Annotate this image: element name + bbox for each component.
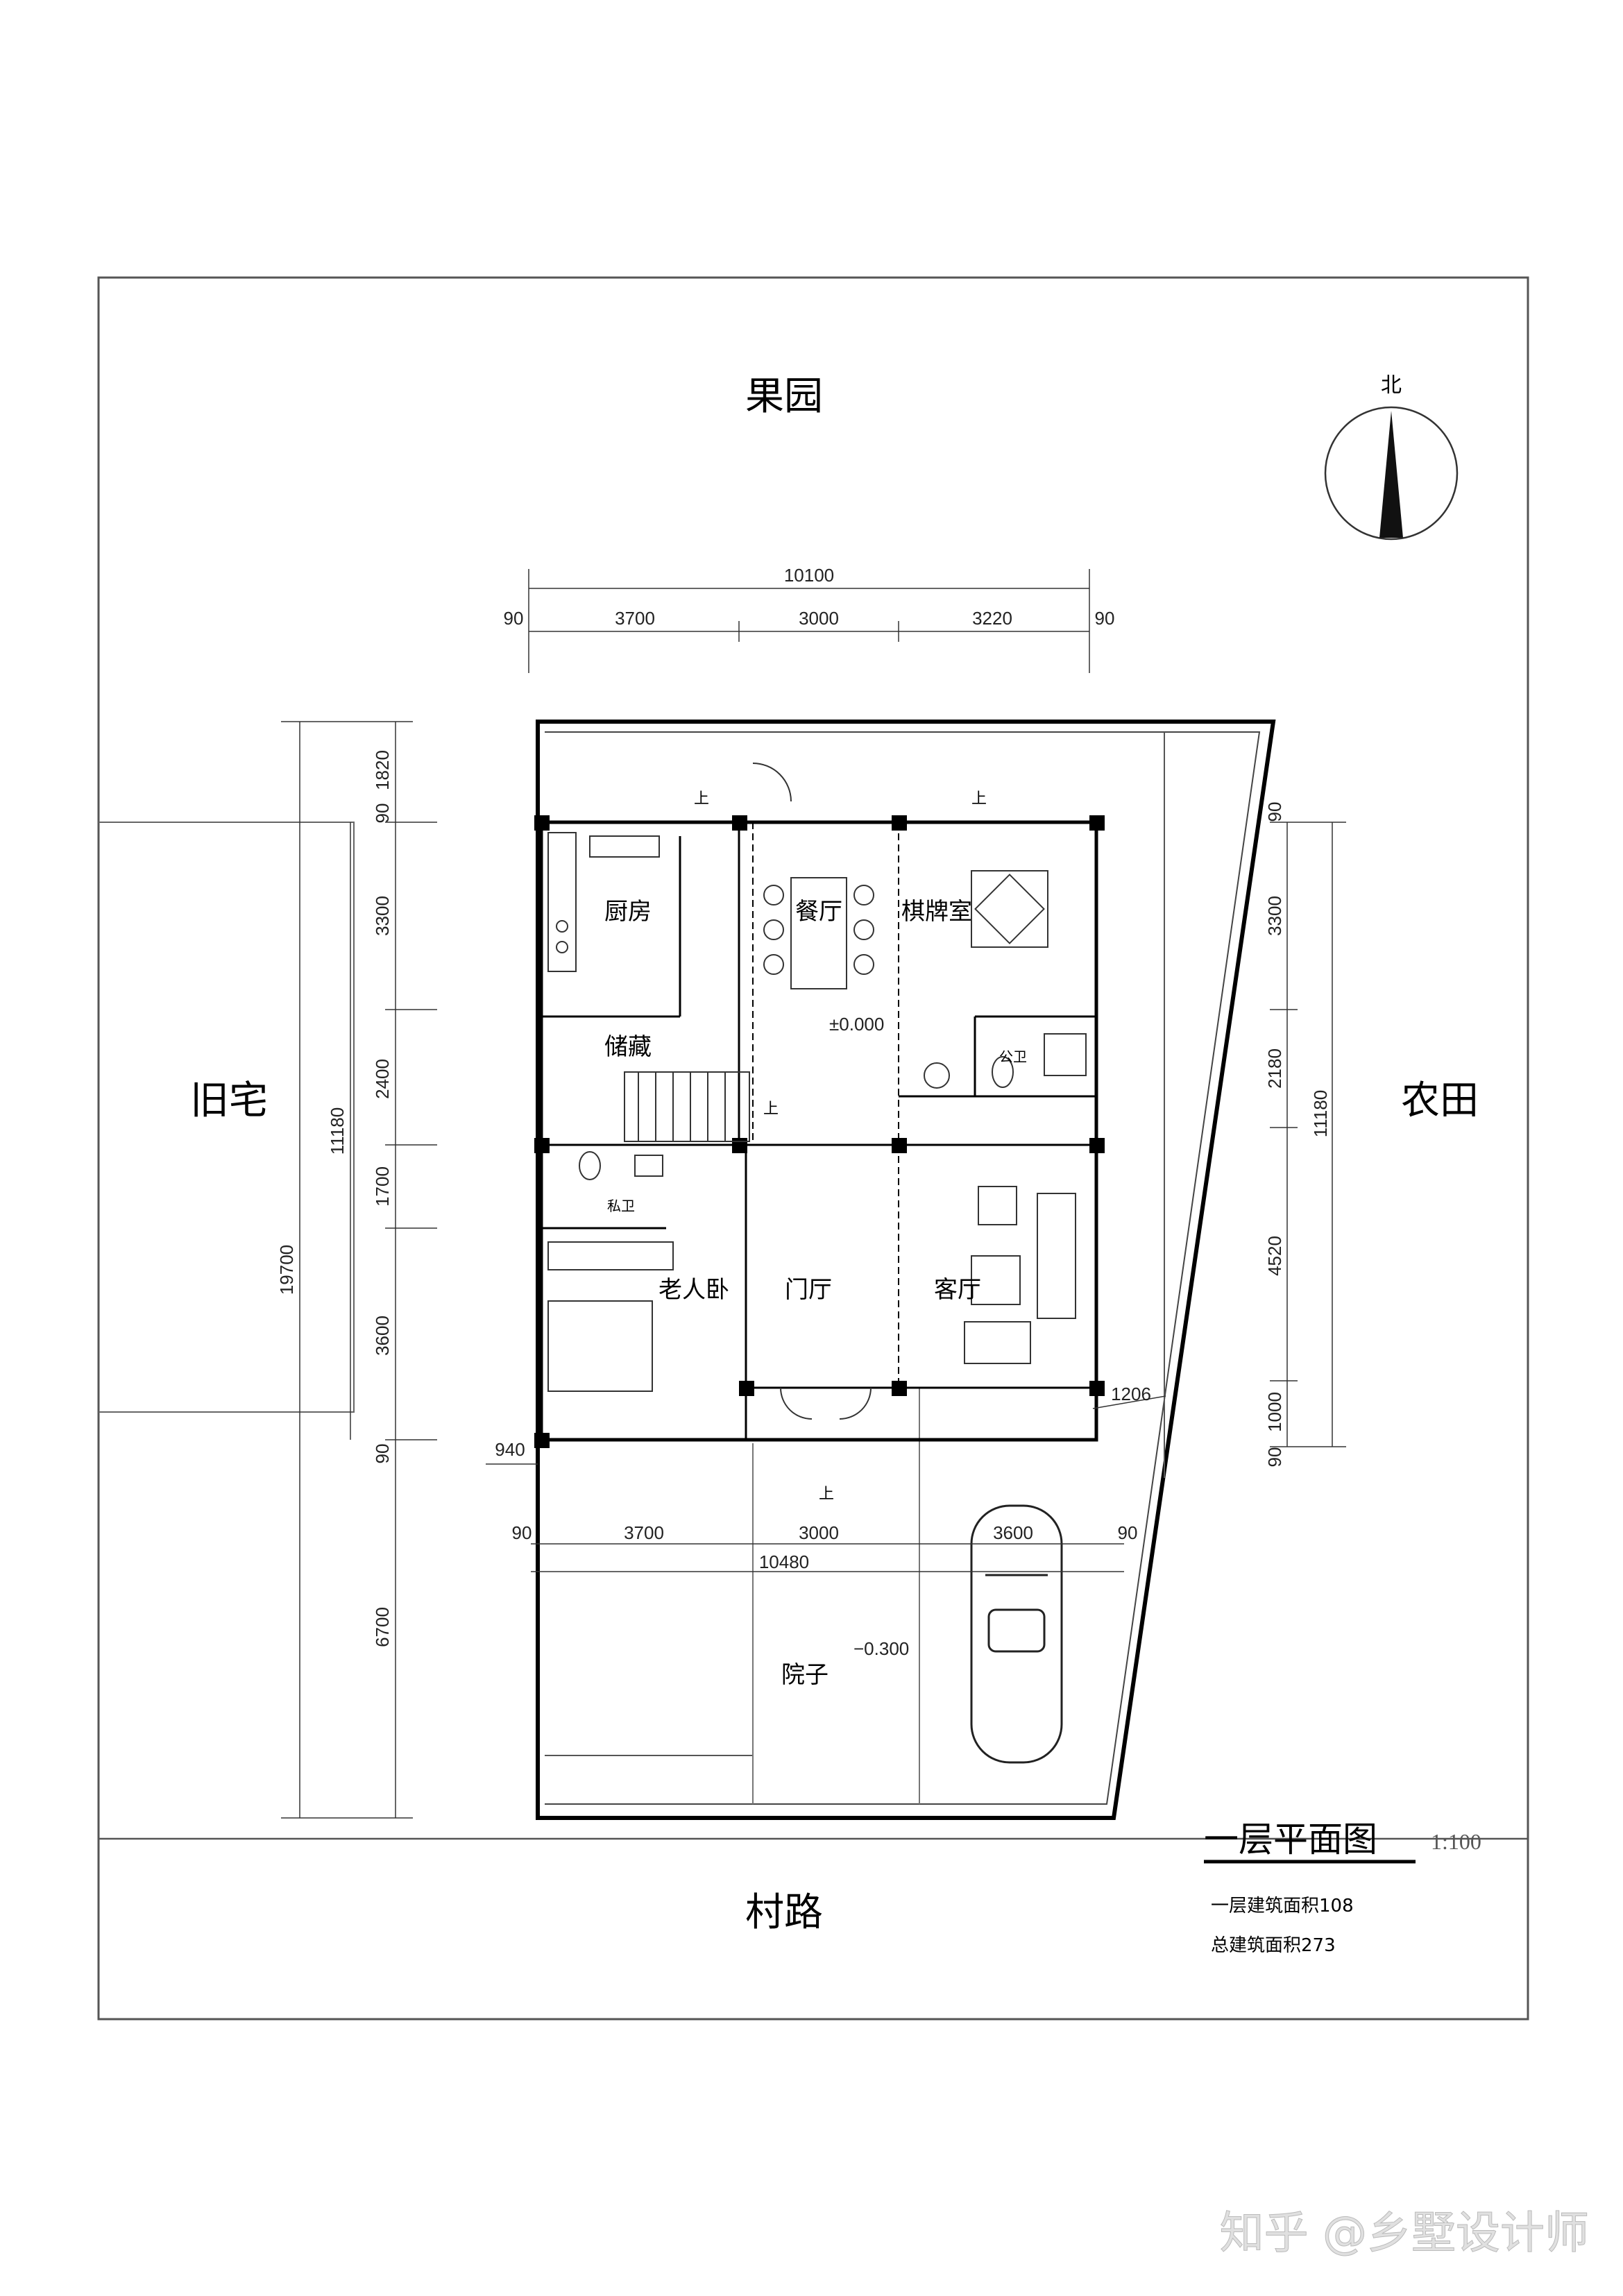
dim-right-total: 11180	[1310, 1090, 1331, 1137]
dim-top-seg-4: 90	[1095, 608, 1115, 629]
dim-left-seg-7: 6700	[372, 1607, 393, 1647]
dim-left-seg-0: 1820	[372, 750, 393, 790]
dining-table	[763, 877, 874, 989]
dim-right-seg-3: 4520	[1264, 1236, 1285, 1276]
wc-fixtures	[579, 1033, 1087, 1180]
dim-bottom-seg-1: 3700	[624, 1522, 664, 1543]
drawing-frame	[97, 276, 1529, 2021]
dim-left-seg-6: 90	[372, 1444, 393, 1464]
stair	[624, 1071, 750, 1142]
dim-left-total: 19700	[276, 1245, 297, 1295]
building-walls	[539, 820, 1098, 1442]
dim-bottom-seg-3: 3600	[993, 1522, 1033, 1543]
label-orchard: 果园	[745, 374, 823, 419]
watermark: 知乎 @乡墅设计师	[1220, 2208, 1589, 2259]
elder-bed	[547, 1241, 674, 1392]
area-total: 总建筑面积273	[1211, 1935, 1336, 1956]
room-chess: 棋牌室	[901, 898, 972, 926]
room-living: 客厅	[934, 1276, 981, 1304]
room-storage: 储藏	[604, 1033, 652, 1061]
area-first-floor: 一层建筑面积108	[1211, 1896, 1354, 1916]
dim-right-seg-5: 90	[1264, 1447, 1285, 1468]
room-yard: 院子	[781, 1661, 829, 1689]
room-kitchen: 厨房	[604, 898, 652, 926]
dim-corner-offset: 1206	[1111, 1384, 1151, 1404]
level-interior: ±0.000	[829, 1014, 884, 1035]
dim-left-mid-total: 11180	[327, 1107, 348, 1155]
dim-top-seg-3: 3220	[972, 608, 1012, 629]
dim-left-seg-1: 90	[372, 803, 393, 824]
label-farmland: 农田	[1401, 1078, 1479, 1123]
room-dining: 餐厅	[795, 898, 842, 926]
dim-top-seg-1: 3700	[615, 608, 655, 629]
car-icon	[970, 1504, 1063, 1764]
level-yard: −0.300	[853, 1638, 909, 1659]
drawing-scale: 1:100	[1431, 1829, 1481, 1854]
stair-up-mark-4: 上	[819, 1486, 834, 1503]
dim-bottom-total: 10480	[759, 1551, 809, 1572]
room-private-wc: 私卫	[607, 1198, 635, 1214]
dim-bottom	[486, 1395, 1166, 1572]
chess-table	[971, 870, 1048, 948]
north-arrow-icon: 北	[1324, 373, 1459, 541]
stair-up-mark-3: 上	[763, 1100, 779, 1118]
dim-left-seg-5: 3600	[372, 1316, 393, 1356]
room-public-wc: 公卫	[999, 1048, 1027, 1065]
dim-top	[528, 569, 1090, 673]
dim-top-seg-2: 3000	[799, 608, 839, 629]
drawing-title: 一层平面图	[1204, 1819, 1377, 1860]
dim-right-seg-0: 90	[1264, 802, 1285, 822]
dim-left-seg-3: 2400	[372, 1059, 393, 1099]
north-label: 北	[1381, 373, 1402, 398]
label-old-house: 旧宅	[190, 1078, 268, 1123]
label-village-road: 村路	[745, 1890, 823, 1935]
dim-bottom-offset: 940	[495, 1439, 525, 1460]
dim-left-seg-2: 3300	[372, 896, 393, 936]
kitchen-counter	[547, 832, 660, 972]
dim-left-seg-4: 1700	[372, 1166, 393, 1207]
site-inner-line	[545, 731, 1261, 1805]
room-entrance-hall: 门厅	[785, 1276, 832, 1304]
dim-top-seg-0: 90	[504, 608, 524, 629]
dim-bottom-seg-2: 3000	[799, 1522, 839, 1543]
dim-right-seg-2: 2180	[1264, 1048, 1285, 1089]
old-house-outline	[99, 822, 355, 1413]
site-boundary	[536, 720, 1276, 1820]
sofa-set	[964, 1186, 1076, 1364]
dim-right-seg-1: 3300	[1264, 896, 1285, 936]
stair-up-mark-2: 上	[971, 790, 987, 808]
dim-bottom-seg-4: 90	[1118, 1522, 1138, 1543]
entrance-door	[752, 763, 872, 1420]
room-elder-bedroom: 老人卧	[658, 1276, 729, 1304]
columns	[534, 815, 1105, 1448]
dim-bottom-seg-0: 90	[512, 1522, 532, 1543]
dim-right-seg-4: 1000	[1264, 1392, 1285, 1432]
stair-up-mark-1: 上	[694, 790, 709, 808]
dim-right	[1270, 822, 1346, 1447]
dim-top-total: 10100	[784, 565, 834, 586]
dim-left	[281, 721, 437, 1819]
